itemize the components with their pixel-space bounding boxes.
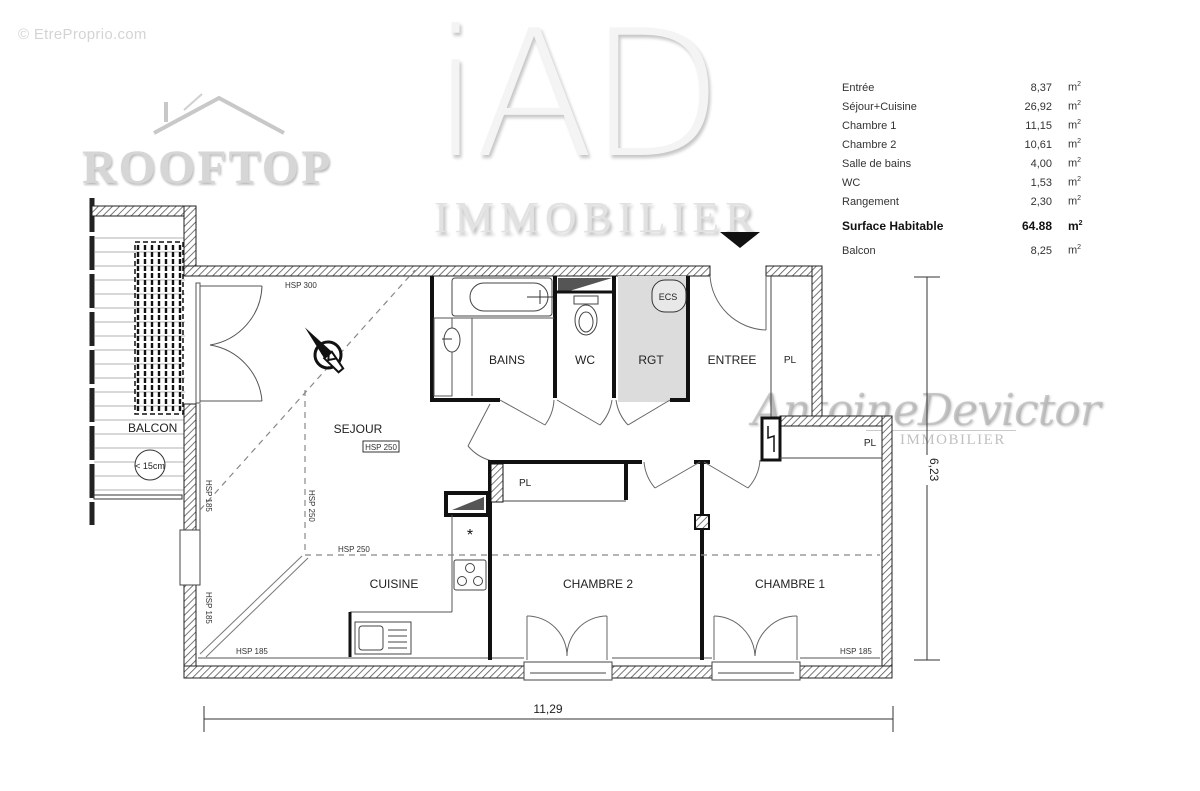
surface-balcon-row: Balcon 8,25 m2: [842, 241, 1098, 260]
compass-north-icon: [304, 327, 345, 374]
agent-watermark: AntoineDevictor: [752, 385, 1101, 436]
surface-label: Chambre 2: [842, 138, 897, 151]
surface-unit: m2: [1068, 195, 1082, 208]
room-label-entree: ENTREE: [708, 353, 757, 367]
closet-label-entree: PL: [784, 355, 797, 366]
exterior-walls: [91, 205, 893, 681]
surface-unit: m2: [1068, 81, 1082, 94]
site-watermark: © EtreProprio.com: [18, 26, 147, 43]
bedroom-walls: [488, 460, 710, 660]
balcon-step-label: < 15cm: [135, 461, 165, 471]
surface-label: Salle de bains: [842, 157, 912, 170]
dimension-width-label: 11,29: [533, 702, 562, 716]
surface-value: 11,15: [1025, 119, 1052, 132]
surface-row: Salle de bains 4,00 m2: [842, 154, 1098, 173]
surface-row: Chambre 1 11,15 m2: [842, 116, 1098, 135]
surface-unit: m2: [1068, 157, 1082, 170]
room-label-cuisine: CUISINE: [370, 577, 419, 591]
hsp-185-bottom-right: HSP 185: [840, 647, 872, 656]
surface-label: WC: [842, 176, 861, 189]
room-label-chambre1: CHAMBRE 1: [755, 577, 825, 591]
room-label-chambre2: CHAMBRE 2: [563, 577, 633, 591]
room-label-balcon: BALCON: [128, 421, 177, 435]
water-heater: [651, 279, 687, 313]
surface-unit: m2: [1068, 176, 1082, 189]
kitchen: *: [348, 491, 490, 657]
surface-unit: m2: [1068, 138, 1082, 151]
hsp-185-left-top: HSP 185: [204, 480, 213, 512]
surface-value: 8,37: [1030, 81, 1052, 94]
iad-logo-subtitle: IMMOBILIER: [434, 193, 761, 242]
duct-column: [694, 514, 710, 530]
window-chambre1: [711, 661, 801, 681]
sink-bath: [443, 327, 461, 353]
dimension-width: [203, 706, 894, 732]
electric-icon: [767, 426, 775, 452]
surface-value: 4,00: [1030, 157, 1052, 170]
bedroom-doors: [643, 459, 761, 489]
hsp-185-left-bottom: HSP 185: [204, 592, 213, 624]
surface-value: 1,53: [1030, 176, 1052, 189]
room-label-wc: WC: [575, 353, 595, 367]
surface-unit: m2: [1068, 100, 1082, 113]
hsp-box: [362, 440, 400, 453]
hsp-250-cuisine: HSP 250: [338, 545, 370, 554]
surface-total-row: Surface Habitable 64.88 m2: [842, 211, 1098, 241]
rooftop-logo-text: ROOFTOP: [82, 141, 333, 194]
entry-door: [709, 275, 767, 331]
surface-label: Balcon: [842, 244, 876, 257]
cooktop: [453, 559, 487, 591]
surface-row: Séjour+Cuisine 26,92 m2: [842, 97, 1098, 116]
closet-label-chambre2: PL: [519, 478, 532, 489]
hsp-sejour: HSP 250: [365, 443, 397, 452]
ecs-label: ECS: [659, 292, 678, 302]
bedroom-french-windows: [526, 615, 798, 660]
surface-row: Rangement 2,30 m2: [842, 192, 1098, 211]
surface-value: 2,30: [1030, 195, 1052, 208]
agent-watermark-subtitle: IMMOBILIER: [900, 432, 1006, 448]
fridge-asterisk-icon: *: [467, 527, 473, 544]
hsp-300: HSP 300: [285, 281, 317, 290]
agent-watermark-divider: [866, 430, 1016, 431]
surface-value: 10,61: [1024, 138, 1052, 151]
surface-label: Séjour+Cuisine: [842, 100, 917, 113]
balcony: BALCON < 15cm: [89, 198, 185, 525]
window-chambre2: [523, 661, 613, 681]
surface-row: Entrée 8,37 m2: [842, 78, 1098, 97]
surface-unit: m2: [1068, 119, 1082, 132]
wc-duct: [558, 278, 612, 292]
surface-row: WC 1,53 m2: [842, 173, 1098, 192]
surface-unit: m2: [1068, 244, 1082, 257]
rooftop-logo: ROOFTOP: [82, 93, 333, 195]
surface-total-label: Surface Habitable: [842, 219, 944, 233]
hsp-185-bottom-left: HSP 185: [236, 647, 268, 656]
surface-label: Chambre 1: [842, 119, 897, 132]
surface-row: Chambre 2 10,61 m2: [842, 135, 1098, 154]
ceiling-height-lines: [199, 269, 880, 556]
closet-label-chambre1: PL: [864, 438, 877, 449]
surface-table: Entrée 8,37 m2 Séjour+Cuisine 26,92 m2 Chamb…: [842, 78, 1098, 260]
surface-total-value: 64.88: [1021, 219, 1052, 233]
entrance-arrow-icon: [720, 232, 760, 248]
room-label-rgt: RGT: [638, 353, 664, 367]
balcony-deck-lines: [94, 237, 185, 491]
balcony-door: [195, 282, 263, 530]
balcony-grating: [136, 245, 182, 412]
window-cuisine: [179, 529, 201, 586]
toilet-tank: [573, 295, 599, 305]
wet-rooms: ECS BAINS WC RGT: [430, 276, 690, 462]
surface-unit: m2: [1068, 219, 1083, 233]
surface-label: Entrée: [842, 81, 875, 94]
step-indicator-circle: [134, 449, 166, 481]
dimension-height-label: 6,23: [927, 458, 941, 482]
surface-value: 26,92: [1024, 100, 1052, 113]
iad-logo: iAD: [432, 0, 723, 197]
surface-label: Rangement: [842, 195, 899, 208]
roof-icon: [153, 93, 285, 135]
surface-value: 8,25: [1030, 244, 1052, 257]
electrical-panel: [760, 416, 782, 462]
room-label-bains: BAINS: [489, 353, 525, 367]
hsp-250-vertical: HSP 250: [307, 490, 316, 522]
room-label-sejour: SEJOUR: [334, 422, 383, 436]
